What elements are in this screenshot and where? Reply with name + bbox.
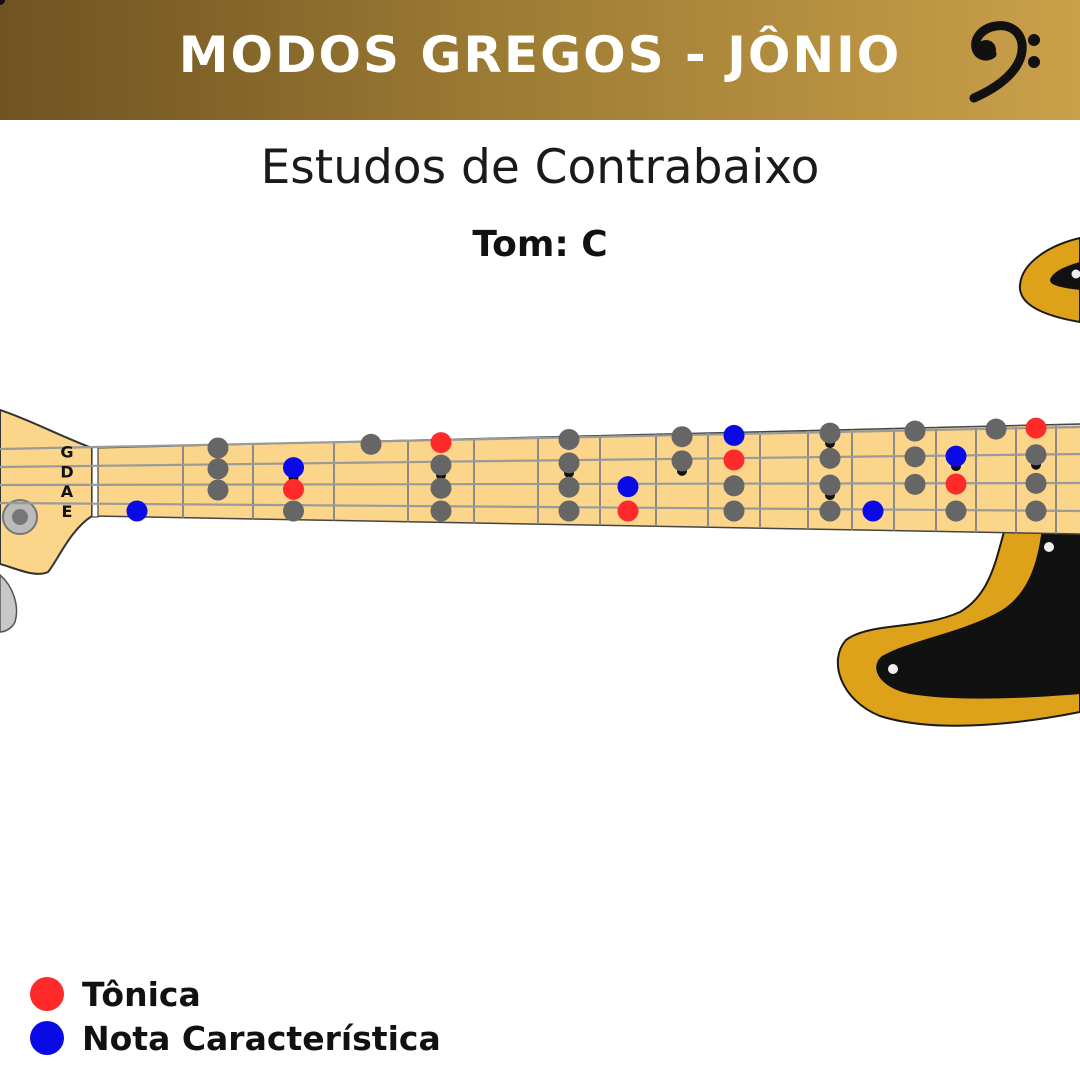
note-escala — [207, 479, 229, 501]
headstock — [0, 408, 93, 575]
note-escala — [945, 500, 967, 522]
string-D — [0, 452, 1080, 469]
string-label: A — [61, 482, 74, 501]
note-escala — [430, 500, 452, 522]
string-A — [0, 481, 1080, 487]
screw — [1044, 542, 1054, 552]
note-escala — [360, 433, 382, 455]
note-caracteristica — [723, 424, 745, 446]
note-escala — [558, 452, 580, 474]
note-tonica — [945, 473, 967, 495]
header-banner: MODOS GREGOS - JÔNIO — [0, 0, 1080, 120]
note-escala — [819, 474, 841, 496]
note-escala — [819, 447, 841, 469]
note-escala — [558, 476, 580, 498]
fret-marker-dot — [0, 0, 5, 5]
note-escala — [558, 428, 580, 450]
string-label: D — [60, 462, 73, 481]
note-escala — [558, 500, 580, 522]
tuner-key — [0, 574, 18, 633]
string-E — [0, 501, 1080, 513]
note-escala — [207, 458, 229, 480]
note-escala — [1025, 472, 1047, 494]
note-escala — [819, 422, 841, 444]
note-caracteristica — [126, 500, 148, 522]
note-escala — [904, 420, 926, 442]
note-tonica — [723, 449, 745, 471]
fretboard — [92, 424, 1080, 534]
nut — [91, 446, 99, 518]
note-tonica — [283, 478, 304, 500]
pickguard — [876, 528, 1080, 699]
string-G — [0, 425, 1080, 451]
note-escala — [819, 500, 841, 522]
legend: Tônica Nota Característica — [30, 972, 441, 1060]
body-upper-horn — [1018, 236, 1080, 324]
note-escala — [985, 418, 1007, 440]
legend-label: Tônica — [82, 974, 201, 1014]
subtitle: Estudos de Contrabaixo — [260, 140, 820, 195]
note-escala — [671, 450, 693, 472]
legend-item-caracteristica: Nota Característica — [30, 1016, 441, 1060]
note-escala — [671, 426, 693, 448]
note-escala — [430, 454, 452, 476]
page-title: MODOS GREGOS - JÔNIO — [178, 26, 902, 84]
note-escala — [904, 446, 926, 468]
note-caracteristica — [862, 500, 884, 522]
bass-clef-icon — [969, 21, 1040, 103]
upper-horn-pickguard — [1050, 262, 1080, 290]
note-tonica — [617, 500, 639, 522]
string-label: E — [62, 502, 73, 521]
note-caracteristica — [283, 457, 304, 479]
note-escala — [283, 500, 304, 522]
string-label: G — [60, 443, 73, 462]
screw — [1071, 269, 1080, 279]
note-caracteristica — [945, 445, 967, 467]
note-escala — [904, 473, 926, 495]
note-escala — [723, 500, 745, 522]
note-escala — [723, 475, 745, 497]
note-tonica — [430, 432, 452, 454]
note-escala — [430, 477, 452, 499]
legend-dot-red — [30, 977, 64, 1011]
legend-dot-blue — [30, 1021, 64, 1055]
legend-item-tonica: Tônica — [30, 972, 441, 1016]
screw — [888, 664, 898, 674]
note-tonica — [1025, 417, 1047, 439]
note-escala — [1025, 500, 1047, 522]
key-label: Tom: C — [472, 224, 608, 265]
note-escala — [207, 437, 229, 459]
legend-label: Nota Característica — [82, 1018, 441, 1058]
note-escala — [1025, 444, 1047, 466]
note-caracteristica — [617, 476, 639, 498]
